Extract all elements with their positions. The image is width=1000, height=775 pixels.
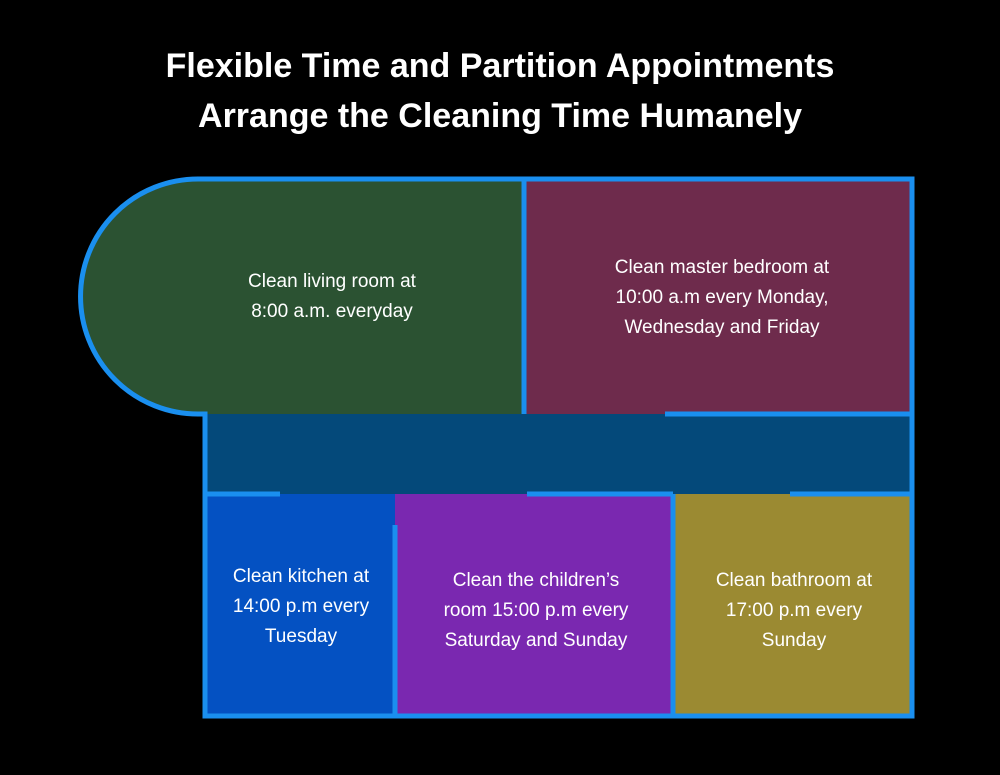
page-title-line-1: Flexible Time and Partition Appointments — [165, 47, 835, 85]
walls — [78, 176, 915, 719]
living-room-label: Clean living room at 8:00 a.m. everyday — [248, 271, 416, 322]
master-bedroom-label: Clean master bedroom at 10:00 a.m every … — [614, 257, 830, 338]
hallway-area — [205, 414, 912, 494]
kitchen-label: Clean kitchen at 14:00 p.m every Tuesday — [232, 566, 370, 647]
page-title-line-2: Arrange the Cleaning Time Humanely — [198, 97, 802, 135]
kitchen-area — [205, 494, 395, 716]
children-room-area — [395, 494, 673, 716]
bathroom-label: Clean bathroom at 17:00 p.m every Sunday — [715, 570, 873, 651]
living-room-area — [80, 179, 524, 414]
children-room-label: Clean the children’s room 15:00 p.m ever… — [443, 570, 629, 651]
outer-wall — [78, 176, 915, 719]
master-bedroom-area — [524, 179, 912, 414]
bathroom-area — [673, 494, 912, 716]
